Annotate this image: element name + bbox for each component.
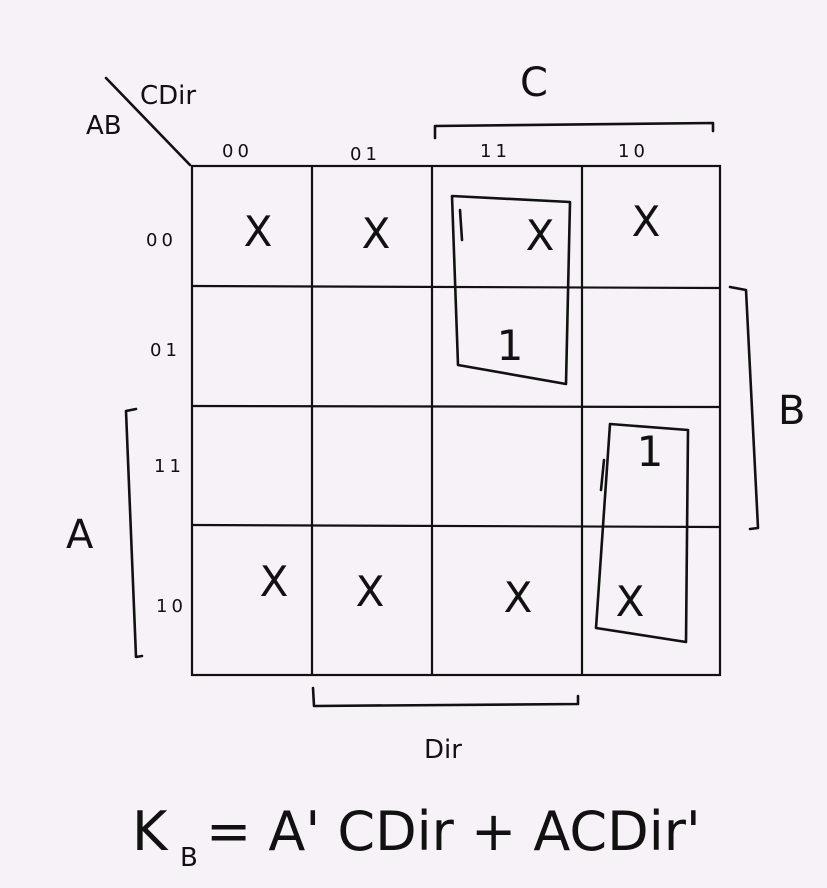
group-loop-c11 — [450, 194, 572, 386]
cell-r0-c2: X — [526, 211, 555, 260]
cell-r3-c3: X — [616, 577, 645, 626]
cell-r1-c2: 1 — [497, 321, 524, 370]
bracket-dir — [311, 686, 580, 708]
bracket-label-a: A — [66, 512, 94, 558]
group-loop-c10 — [594, 422, 690, 644]
row-header-00: 00 — [146, 230, 177, 251]
cell-r0-c1: X — [362, 209, 391, 258]
bracket-c — [433, 121, 715, 140]
row-vars-label: AB — [86, 111, 122, 141]
col-header-10: 10 — [618, 141, 649, 162]
cell-r3-c1: X — [356, 567, 385, 616]
cell-r0-c0: X — [244, 207, 273, 256]
equation-rhs: = A' CDir + ACDir' — [206, 800, 701, 863]
bracket-b — [728, 285, 760, 531]
grid-border — [190, 164, 722, 677]
row-header-10: 10 — [156, 596, 187, 617]
cell-r3-c2: X — [504, 573, 533, 622]
grid-hline-2 — [191, 404, 721, 409]
cell-r2-c3: 1 — [637, 427, 664, 476]
bracket-label-dir: Dir — [424, 735, 462, 765]
equation-lhs-subscript: B — [180, 843, 198, 873]
bracket-a — [124, 407, 144, 659]
bracket-label-b: B — [778, 388, 805, 434]
cell-r0-c3: X — [632, 197, 661, 246]
cell-entries: X X X X 1 1 X X X X — [244, 197, 664, 626]
col-header-11: 11 — [480, 141, 511, 162]
grid-hline-3 — [191, 523, 721, 529]
corner-diagonal — [104, 76, 192, 167]
col-vars-label: CDir — [140, 81, 196, 111]
equation-lhs: K — [132, 800, 169, 863]
col-header-00: 00 — [222, 141, 253, 162]
equation: K B = A' CDir + ACDir' — [132, 800, 701, 873]
cell-r3-c0: X — [260, 557, 289, 606]
row-header-11: 11 — [154, 456, 185, 477]
bracket-label-c: C — [520, 60, 548, 106]
col-header-01: 01 — [350, 144, 381, 165]
grid — [190, 164, 722, 677]
row-header-01: 01 — [150, 340, 181, 361]
